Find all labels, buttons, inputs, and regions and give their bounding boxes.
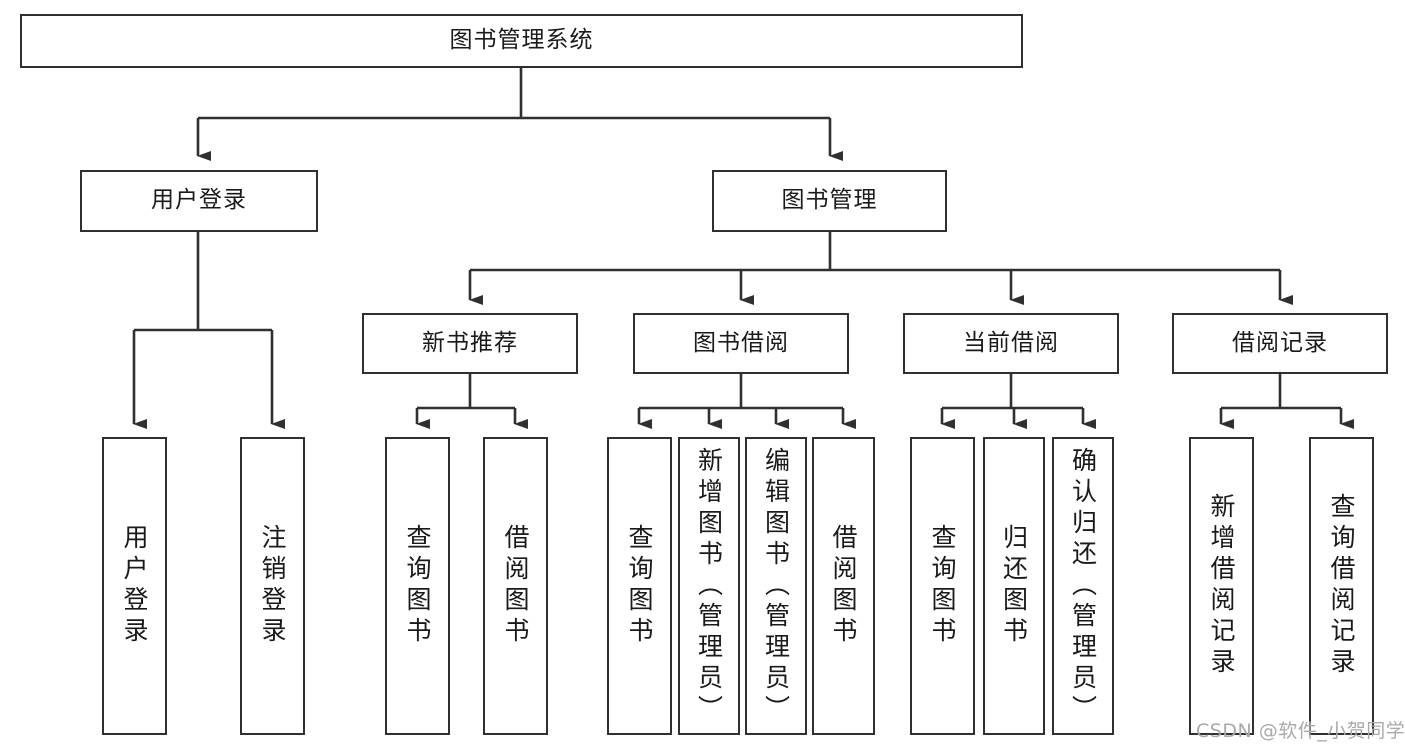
- leaf-query-books-current-label: 查询图书: [928, 524, 957, 648]
- node-book-borrow-label: 图书借阅: [693, 329, 789, 356]
- leaf-query-books-current[interactable]: 查询图书: [910, 437, 975, 735]
- node-book-borrow[interactable]: 图书借阅: [633, 313, 849, 374]
- leaf-query-books-recommend[interactable]: 查询图书: [385, 437, 450, 735]
- leaf-borrow-books[interactable]: 借阅图书: [812, 437, 875, 735]
- leaf-query-books-borrow-label: 查询图书: [625, 524, 654, 648]
- node-new-book-recommend-label: 新书推荐: [422, 329, 518, 356]
- leaf-confirm-return-admin[interactable]: 确认归还（管理员）: [1052, 437, 1114, 735]
- leaf-query-borrow-record-label: 查询借阅记录: [1327, 493, 1356, 679]
- leaf-confirm-return-admin-label: 确认归还（管理员）: [1068, 446, 1098, 726]
- node-current-borrow[interactable]: 当前借阅: [903, 313, 1119, 374]
- leaf-borrow-books-recommend[interactable]: 借阅图书: [483, 437, 548, 735]
- leaf-return-books-label: 归还图书: [999, 524, 1029, 648]
- node-root[interactable]: 图书管理系统: [20, 14, 1023, 68]
- leaf-user-logout-label: 注销登录: [258, 524, 287, 648]
- leaf-query-books-recommend-label: 查询图书: [403, 524, 432, 648]
- csdn-watermark: CSDN @软件_小贺同学: [1196, 720, 1405, 742]
- leaf-user-logout[interactable]: 注销登录: [240, 437, 305, 735]
- node-borrow-records[interactable]: 借阅记录: [1172, 313, 1388, 374]
- leaf-edit-book-admin[interactable]: 编辑图书（管理员）: [745, 437, 807, 735]
- leaf-user-login-label: 用户登录: [120, 524, 149, 648]
- leaf-query-books-borrow[interactable]: 查询图书: [607, 437, 672, 735]
- node-borrow-records-label: 借阅记录: [1232, 329, 1328, 356]
- leaf-return-books[interactable]: 归还图书: [983, 437, 1045, 735]
- node-user-login[interactable]: 用户登录: [80, 170, 318, 232]
- leaf-borrow-books-label: 借阅图书: [829, 524, 858, 648]
- leaf-add-book-admin-label: 新增图书（管理员）: [694, 446, 724, 726]
- leaf-edit-book-admin-label: 编辑图书（管理员）: [761, 446, 791, 726]
- leaf-user-login[interactable]: 用户登录: [102, 437, 167, 735]
- node-current-borrow-label: 当前借阅: [963, 329, 1059, 356]
- leaf-query-borrow-record[interactable]: 查询借阅记录: [1309, 437, 1374, 735]
- node-new-book-recommend[interactable]: 新书推荐: [362, 313, 578, 374]
- node-root-label: 图书管理系统: [449, 27, 594, 54]
- leaf-add-borrow-record[interactable]: 新增借阅记录: [1189, 437, 1254, 735]
- leaf-add-book-admin[interactable]: 新增图书（管理员）: [678, 437, 740, 735]
- leaf-borrow-books-recommend-label: 借阅图书: [501, 524, 530, 648]
- node-book-management[interactable]: 图书管理: [712, 170, 947, 232]
- leaf-add-borrow-record-label: 新增借阅记录: [1207, 493, 1236, 679]
- node-book-management-label: 图书管理: [781, 187, 878, 214]
- node-user-login-label: 用户登录: [151, 187, 247, 214]
